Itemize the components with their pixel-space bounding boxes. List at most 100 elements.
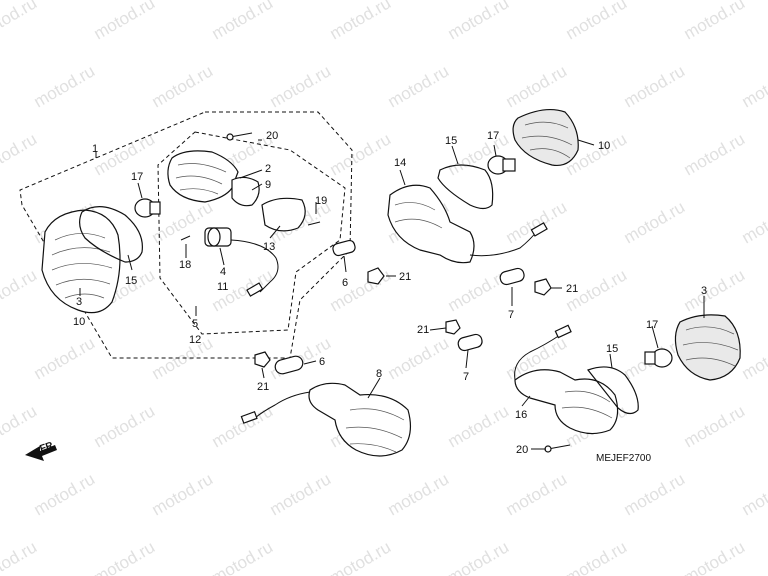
watermark-text: motod.ru <box>681 0 749 43</box>
connector-11 <box>246 282 264 297</box>
callout-20-bottom: 20 <box>516 444 528 456</box>
watermark-text: motod.ru <box>149 469 217 519</box>
signal-8-wire <box>254 391 311 419</box>
callout-17-right: 17 <box>646 319 658 331</box>
watermark-text: motod.ru <box>0 401 40 451</box>
clip-9 <box>231 176 260 207</box>
watermark-text: motod.ru <box>681 537 749 576</box>
watermark-text: motod.ru <box>209 401 277 451</box>
assembly-outline-5 <box>157 131 346 335</box>
callout-8: 8 <box>376 368 382 380</box>
nut-21-b <box>534 278 552 296</box>
bulb-17-right-base <box>644 351 656 365</box>
callout-11: 11 <box>217 281 228 293</box>
watermark-text: motod.ru <box>621 197 689 247</box>
callout-21-a: 21 <box>399 271 411 283</box>
watermark-text: motod.ru <box>91 129 159 179</box>
callout-17-left: 17 <box>131 171 143 183</box>
callout-18: 18 <box>179 259 191 271</box>
watermark-text: motod.ru <box>209 0 277 43</box>
watermark-text: motod.ru <box>503 469 571 519</box>
rear-left-signal <box>308 382 412 457</box>
watermark-text: motod.ru <box>739 333 768 383</box>
watermark-text: motod.ru <box>267 61 335 111</box>
watermark-text: motod.ru <box>739 197 768 247</box>
watermark-text: motod.ru <box>681 401 749 451</box>
watermark-text: motod.ru <box>563 0 631 43</box>
nut-21-c <box>445 319 461 335</box>
callout-2: 2 <box>265 163 271 175</box>
callout-13: 13 <box>263 241 275 253</box>
watermark-text: motod.ru <box>563 537 631 576</box>
front-direction-arrow <box>25 445 57 461</box>
watermark-text: motod.ru <box>739 61 768 111</box>
grommet-7-a <box>499 267 525 286</box>
callout-6-top: 6 <box>342 277 348 289</box>
watermark-text: motod.ru <box>0 537 40 576</box>
callout-10-left: 10 <box>73 316 85 328</box>
nut-21-d <box>254 351 271 368</box>
rear-right-lens <box>674 314 741 381</box>
watermark-text: motod.ru <box>327 265 395 315</box>
nut-21-a <box>367 267 385 285</box>
signal-16-connector <box>554 324 572 339</box>
signal-14-connector <box>530 222 548 237</box>
watermark-text: motod.ru <box>445 0 513 43</box>
screw-20-bottom <box>547 444 571 450</box>
assembly-outline-1 <box>19 111 353 359</box>
watermark-text: motod.ru <box>31 333 99 383</box>
callout-15-right: 15 <box>606 343 618 355</box>
watermark-text: motod.ru <box>31 469 99 519</box>
socket-4-ring <box>207 227 221 247</box>
socket-cap-13 <box>261 197 306 232</box>
watermark-text: motod.ru <box>209 537 277 576</box>
watermark-text: motod.ru <box>503 61 571 111</box>
watermark-text: motod.ru <box>91 0 159 43</box>
callout-7-b: 7 <box>463 371 469 383</box>
callout-6-bottom: 6 <box>319 356 325 368</box>
callout-15-top: 15 <box>445 135 457 147</box>
callout-1: 1 <box>92 143 98 155</box>
watermark-text: motod.ru <box>0 0 40 43</box>
watermark-text: motod.ru <box>91 401 159 451</box>
watermark-text: motod.ru <box>327 537 395 576</box>
callout-19: 19 <box>315 195 327 207</box>
gasket-15-top <box>437 164 494 210</box>
screw-20-top <box>229 132 253 138</box>
callout-21-b: 21 <box>566 283 578 295</box>
callout-3-left: 3 <box>76 296 82 308</box>
watermark-text: motod.ru <box>0 129 40 179</box>
gasket-15-right <box>587 366 639 415</box>
watermark-text: motod.ru <box>385 333 453 383</box>
watermark-text: motod.ru <box>31 61 99 111</box>
front-direction-label: FR. <box>39 439 58 455</box>
watermark-text: motod.ru <box>445 401 513 451</box>
wire-11 <box>230 239 279 293</box>
front-left-lens <box>41 209 121 314</box>
callout-21-d: 21 <box>257 381 269 393</box>
leader-lines <box>79 139 705 450</box>
callout-21-c: 21 <box>417 324 429 336</box>
callout-7-a: 7 <box>508 309 514 321</box>
watermark-text: motod.ru <box>621 61 689 111</box>
callout-15-left: 15 <box>125 275 137 287</box>
bulb-17-top-base <box>502 158 516 172</box>
screw-18 <box>180 235 191 241</box>
callout-12: 12 <box>189 334 201 346</box>
callout-9: 9 <box>265 179 271 191</box>
watermark-text: motod.ru <box>503 197 571 247</box>
signal-16-wire <box>514 334 561 381</box>
signal-14-wire <box>469 229 539 257</box>
callout-14: 14 <box>394 157 406 169</box>
diagram-code: MEJEF2700 <box>596 453 651 464</box>
watermark-text: motod.ru <box>739 469 768 519</box>
watermark-text: motod.ru <box>681 265 749 315</box>
callout-4: 4 <box>220 266 226 278</box>
watermark-text: motod.ru <box>327 129 395 179</box>
signal-8-connector <box>240 411 258 424</box>
callout-10-top: 10 <box>598 140 610 152</box>
callout-5: 5 <box>192 318 198 330</box>
watermark-text: motod.ru <box>91 537 159 576</box>
